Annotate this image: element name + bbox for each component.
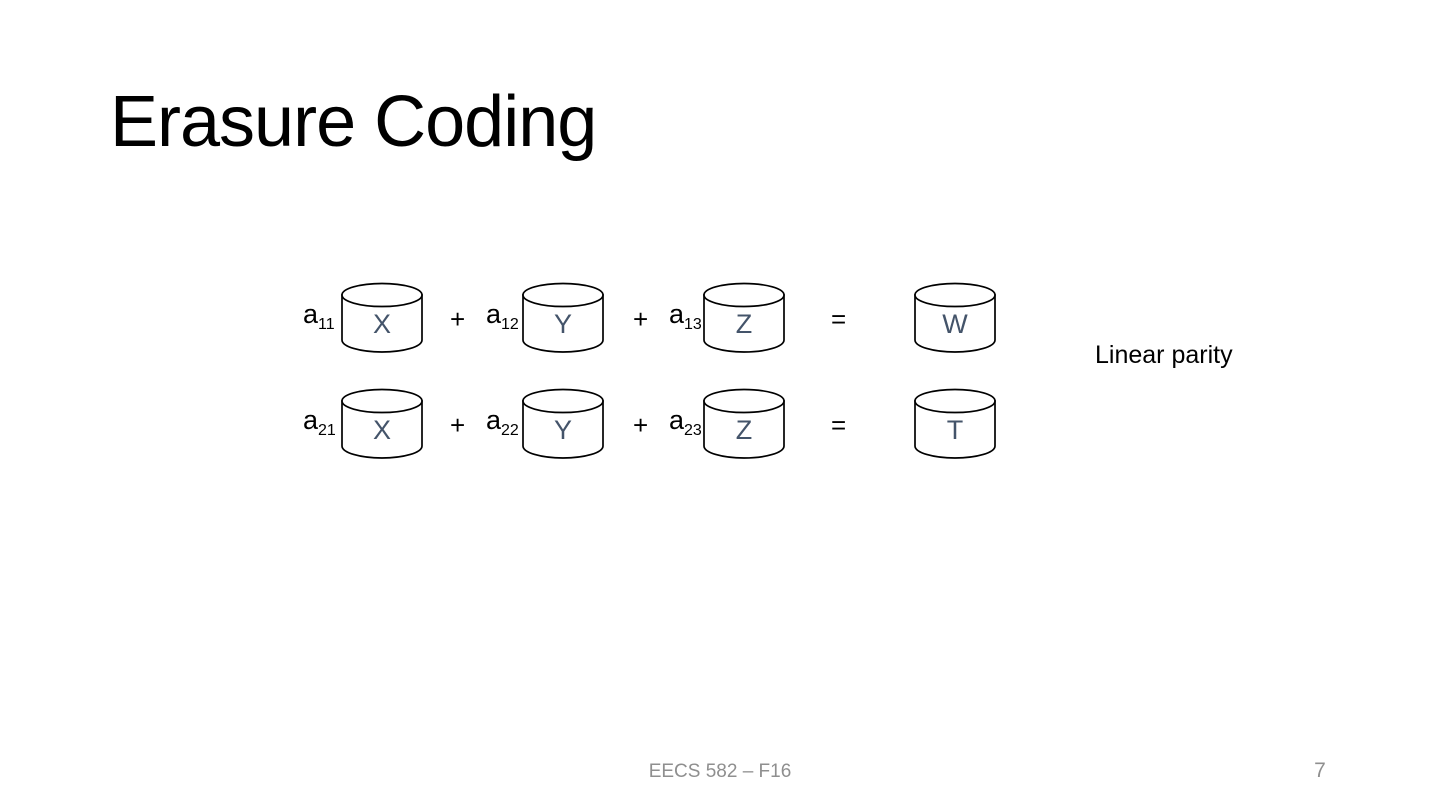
disk-label: X [372,308,391,339]
coefficient-a22: a22 [486,405,519,439]
coefficient-a23: a23 [669,405,702,439]
disk-label: X [372,414,391,445]
disk-x: X [340,282,424,354]
footer-page-number: 7 [1314,759,1326,782]
coef-base: a [303,299,319,329]
coef-subscript: 23 [684,422,702,439]
cylinder-icon [914,282,996,353]
plus-operator: + [450,410,466,440]
coefficient-a12: a12 [486,299,519,333]
cylinder-icon [914,388,996,459]
plus-operator: + [450,304,466,334]
disk-label: W [942,308,968,339]
disk-label: Y [553,308,572,339]
disk-label: Z [735,414,753,445]
cylinder-icon [522,282,604,353]
linear-parity-label: Linear parity [1095,341,1233,369]
disk-z: Z [702,388,786,460]
disk-z: Z [702,282,786,354]
slide-title: Erasure Coding [110,82,597,162]
coef-base: a [303,405,319,435]
equals-operator: = [831,410,847,440]
cylinder-icon [522,388,604,459]
cylinder-icon [703,388,785,459]
plus-operator: + [633,304,649,334]
coefficient-a11: a11 [303,299,335,333]
plus-operator: + [633,410,649,440]
cylinder-icon [703,282,785,353]
disk-label: Y [553,414,572,445]
coefficient-a13: a13 [669,299,702,333]
disk-w: W [913,282,997,354]
coef-subscript: 22 [501,422,519,439]
coef-subscript: 12 [501,316,519,333]
coef-subscript: 11 [318,316,335,333]
disk-label: T [946,414,964,445]
disk-label: Z [735,308,753,339]
footer-course-label: EECS 582 – F16 [648,761,792,782]
coef-base: a [669,299,685,329]
coef-subscript: 21 [318,422,336,439]
cylinder-icon [341,388,423,459]
disk-y: Y [521,388,605,460]
equals-operator: = [831,304,847,334]
equation-row-2: a21 X + a22 Y + a23 Z = [0,388,1440,460]
disk-t: T [913,388,997,460]
coef-subscript: 13 [684,316,702,333]
disk-y: Y [521,282,605,354]
coefficient-a21: a21 [303,405,336,439]
equation-row-1: a11 X + a12 Y + a13 Z = [0,282,1440,354]
cylinder-icon [341,282,423,353]
disk-x: X [340,388,424,460]
coef-base: a [486,405,502,435]
coef-base: a [669,405,685,435]
coef-base: a [486,299,502,329]
